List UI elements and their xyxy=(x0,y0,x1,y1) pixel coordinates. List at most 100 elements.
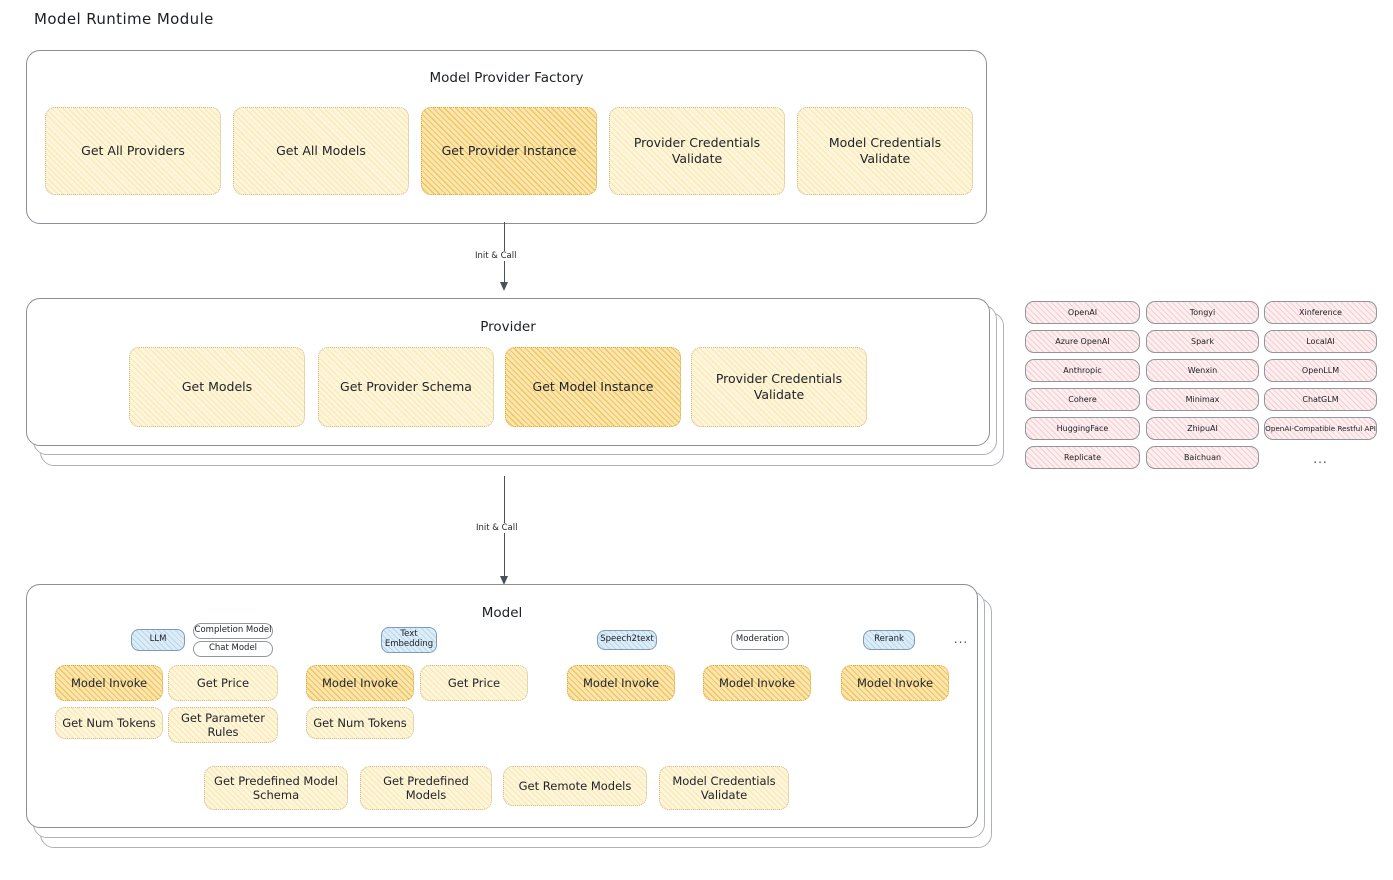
node-get-all-providers[interactable]: Get All Providers xyxy=(45,107,221,195)
node-label: Get Models xyxy=(181,379,253,395)
model-provider-factory-card: Model Provider Factory Get All Providers… xyxy=(26,50,987,224)
badge-moderation[interactable]: Moderation xyxy=(731,630,789,650)
node-llm-get-parameter-rules[interactable]: Get Parameter Rules xyxy=(168,707,278,743)
provider-chip-openai-compatible-restful-api[interactable]: OpenAI-Compatible Restful API xyxy=(1264,417,1377,440)
node-moderation-model-invoke[interactable]: Model Invoke xyxy=(703,665,811,701)
node-llm-get-price[interactable]: Get Price xyxy=(168,665,278,701)
arrow-provider-to-model-label: Init & Call xyxy=(473,523,521,533)
badge-label: Completion Model xyxy=(194,625,272,636)
node-get-provider-instance[interactable]: Get Provider Instance xyxy=(421,107,597,195)
provider-chip-minimax[interactable]: Minimax xyxy=(1146,388,1259,411)
chip-label: OpenAI xyxy=(1067,308,1098,317)
chip-label: Cohere xyxy=(1068,395,1097,404)
node-label: Model Invoke xyxy=(321,675,399,690)
model-card: Model LLM Completion Model Chat Model Mo… xyxy=(26,584,978,828)
provider-chip-openai[interactable]: OpenAI xyxy=(1025,301,1140,324)
node-get-models[interactable]: Get Models xyxy=(129,347,305,427)
chip-label: Minimax xyxy=(1185,395,1220,404)
provider-chip-replicate[interactable]: Replicate xyxy=(1025,446,1140,469)
chip-label: Azure OpenAI xyxy=(1055,337,1110,346)
node-rerank-model-invoke[interactable]: Model Invoke xyxy=(841,665,949,701)
badge-text-embedding[interactable]: Text Embedding xyxy=(381,627,437,653)
provider-chip-openllm[interactable]: OpenLLM xyxy=(1264,359,1377,382)
badge-label: Text Embedding xyxy=(384,629,434,649)
provider-chip-huggingface[interactable]: HuggingFace xyxy=(1025,417,1140,440)
provider-chip-xinference[interactable]: Xinference xyxy=(1264,301,1377,324)
provider-list-more: ... xyxy=(1313,452,1328,466)
arrow-factory-to-provider-head xyxy=(500,282,508,291)
node-label: Get Num Tokens xyxy=(62,715,156,730)
node-llm-get-num-tokens[interactable]: Get Num Tokens xyxy=(55,707,163,739)
model-types-more: ... xyxy=(953,632,969,646)
provider-chip-baichuan[interactable]: Baichuan xyxy=(1146,446,1259,469)
node-label: Model Invoke xyxy=(856,675,934,690)
provider-chip-tongyi[interactable]: Tongyi xyxy=(1146,301,1259,324)
arrow-provider-to-model-head xyxy=(500,576,508,585)
node-label: Get Provider Schema xyxy=(340,379,472,395)
node-embedding-model-invoke[interactable]: Model Invoke xyxy=(306,665,414,701)
badge-chat-model[interactable]: Chat Model xyxy=(193,641,273,657)
node-get-predefined-model-schema[interactable]: Get Predefined Model Schema xyxy=(204,766,348,810)
node-label: Get Predefined Model Schema xyxy=(214,773,338,802)
node-label: Provider Credentials Validate xyxy=(633,135,761,166)
provider-chip-cohere[interactable]: Cohere xyxy=(1025,388,1140,411)
badge-completion-model[interactable]: Completion Model xyxy=(193,623,273,639)
chip-label: LocalAI xyxy=(1306,337,1335,346)
node-label: Get All Models xyxy=(276,143,366,159)
node-speech2text-model-invoke[interactable]: Model Invoke xyxy=(567,665,675,701)
node-embedding-get-num-tokens[interactable]: Get Num Tokens xyxy=(306,707,414,739)
page-title: Model Runtime Module xyxy=(34,10,214,28)
chip-label: OpenAI-Compatible Restful API xyxy=(1265,424,1376,433)
provider-chip-localai[interactable]: LocalAI xyxy=(1264,330,1377,353)
chip-label: Baichuan xyxy=(1183,453,1222,462)
model-provider-factory-title: Model Provider Factory xyxy=(429,70,584,86)
provider-chip-wenxin[interactable]: Wenxin xyxy=(1146,359,1259,382)
node-label: Model Credentials Validate xyxy=(828,135,942,166)
badge-label: Chat Model xyxy=(208,643,258,654)
chip-label: Wenxin xyxy=(1187,366,1218,375)
node-label: Model Invoke xyxy=(718,675,796,690)
provider-chip-azure-openai[interactable]: Azure OpenAI xyxy=(1025,330,1140,353)
badge-rerank[interactable]: Rerank xyxy=(863,630,915,650)
arrow-factory-to-provider-label: Init & Call xyxy=(472,251,520,261)
provider-chip-zhipuai[interactable]: ZhipuAI xyxy=(1146,417,1259,440)
node-label: Get Price xyxy=(196,675,250,690)
node-get-model-instance[interactable]: Get Model Instance xyxy=(505,347,681,427)
chip-label: Xinference xyxy=(1299,308,1342,317)
node-label: Get Model Instance xyxy=(532,379,654,395)
node-label: Model Invoke xyxy=(582,675,660,690)
chip-label: Tongyi xyxy=(1189,308,1216,317)
node-provider-credentials-validate[interactable]: Provider Credentials Validate xyxy=(609,107,785,195)
badge-label: LLM xyxy=(149,634,167,645)
badge-label: Moderation xyxy=(735,634,785,645)
node-get-provider-schema[interactable]: Get Provider Schema xyxy=(318,347,494,427)
node-model-credentials-validate-2[interactable]: Model Credentials Validate xyxy=(659,766,789,810)
node-get-all-models[interactable]: Get All Models xyxy=(233,107,409,195)
node-get-remote-models[interactable]: Get Remote Models xyxy=(503,766,647,806)
chip-label: Replicate xyxy=(1063,453,1101,462)
node-llm-model-invoke[interactable]: Model Invoke xyxy=(55,665,163,701)
badge-label: Rerank xyxy=(874,634,904,645)
provider-chip-anthropic[interactable]: Anthropic xyxy=(1025,359,1140,382)
node-label: Model Invoke xyxy=(70,675,148,690)
provider-chip-chatglm[interactable]: ChatGLM xyxy=(1264,388,1377,411)
node-label: Provider Credentials Validate xyxy=(715,371,843,402)
node-model-credentials-validate[interactable]: Model Credentials Validate xyxy=(797,107,973,195)
node-label: Get Remote Models xyxy=(518,778,632,793)
node-label: Get All Providers xyxy=(81,143,185,159)
badge-speech2text[interactable]: Speech2text xyxy=(597,630,657,650)
provider-chip-spark[interactable]: Spark xyxy=(1146,330,1259,353)
provider-card: Provider Get Models Get Provider Schema … xyxy=(26,298,990,446)
node-provider-credentials-validate-2[interactable]: Provider Credentials Validate xyxy=(691,347,867,427)
node-label: Get Num Tokens xyxy=(313,715,407,730)
chip-label: ChatGLM xyxy=(1302,395,1339,404)
chip-label: OpenLLM xyxy=(1301,366,1340,375)
node-embedding-get-price[interactable]: Get Price xyxy=(420,665,528,701)
model-title: Model xyxy=(481,605,523,621)
node-get-predefined-models[interactable]: Get Predefined Models xyxy=(360,766,492,810)
chip-label: Spark xyxy=(1191,337,1214,346)
node-label: Get Predefined Models xyxy=(383,773,469,802)
badge-llm[interactable]: LLM xyxy=(131,629,185,651)
chip-label: ZhipuAI xyxy=(1187,424,1218,433)
